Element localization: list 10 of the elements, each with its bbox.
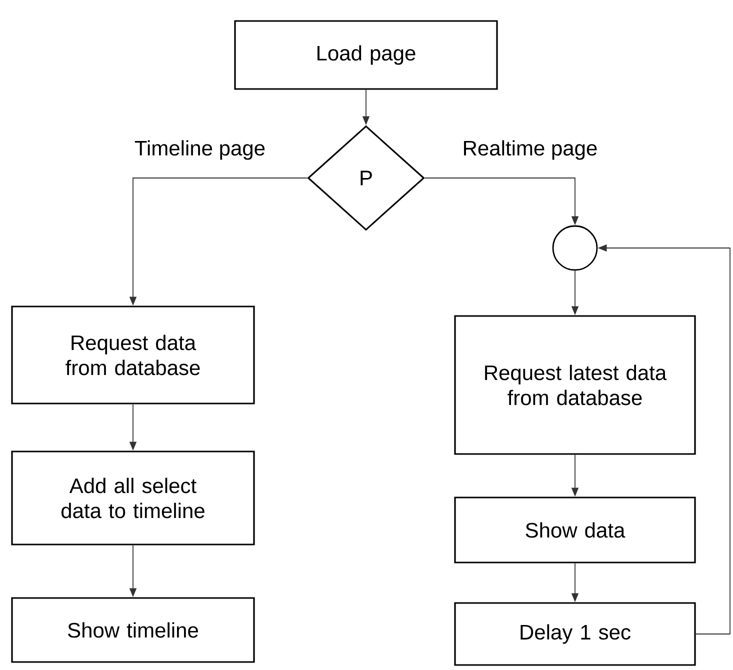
process-box: Show timeline [11, 597, 255, 663]
process-box: Request data from database [11, 306, 255, 404]
process-box: Show data [454, 496, 696, 564]
edge-label: Realtime page [461, 139, 599, 161]
process-box: Request latest data from database [454, 315, 696, 455]
process-box: Delay 1 sec [454, 602, 696, 666]
process-box: Add all select data to timeline [11, 450, 255, 546]
junction-circle [552, 225, 598, 271]
process-box: Load page [234, 20, 498, 90]
edge-label: Timeline page [133, 139, 267, 161]
